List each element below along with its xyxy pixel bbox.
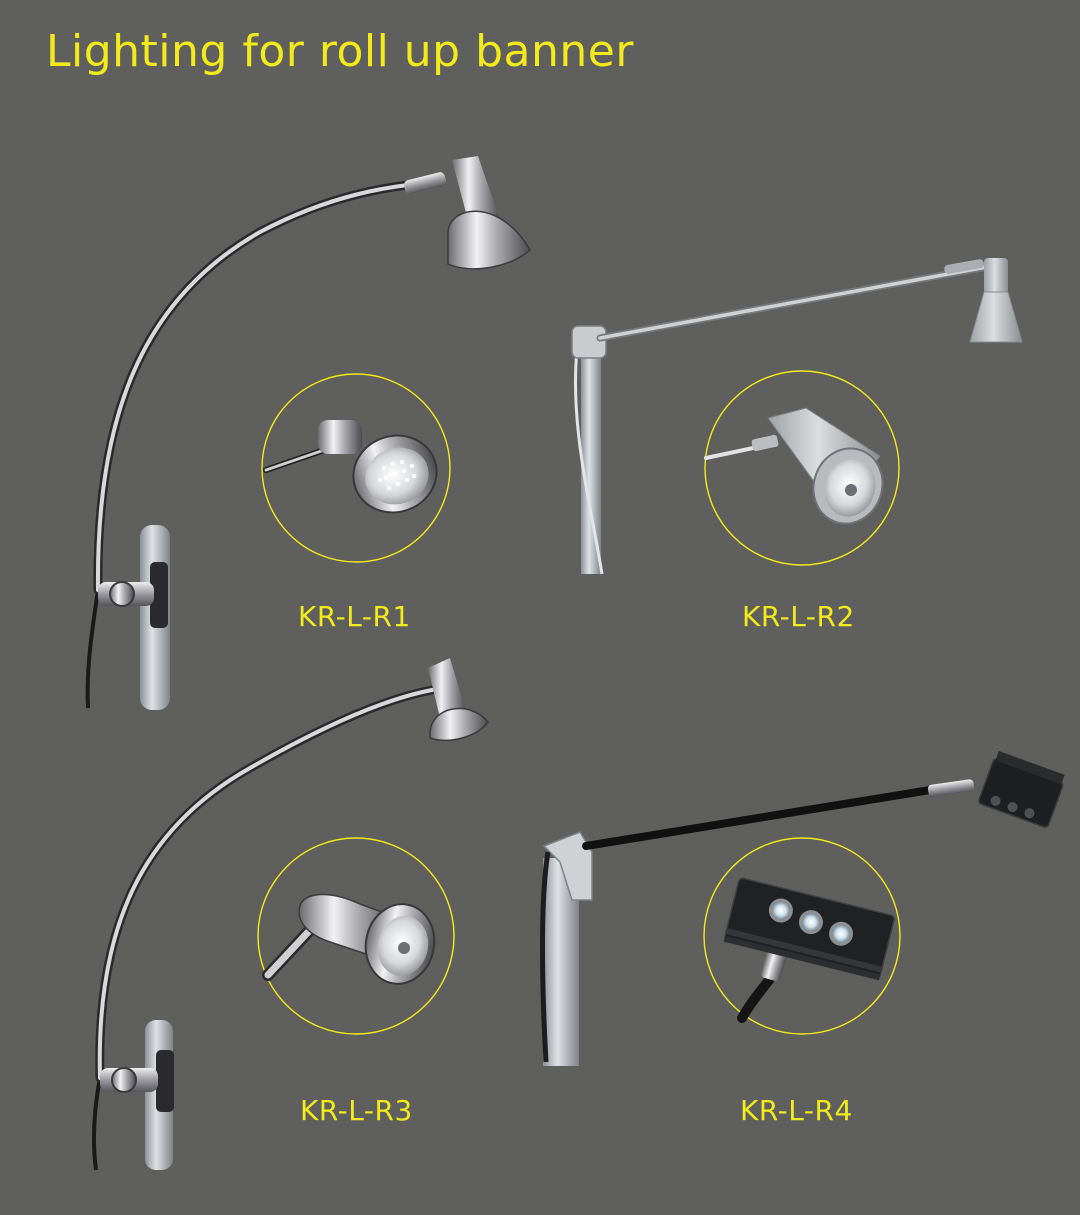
pole-image xyxy=(581,348,601,574)
halogen-chrome-head-detail-icon xyxy=(257,837,455,1035)
straight-arm-cone-spotlight xyxy=(571,258,1023,575)
led-spot-head-detail-icon xyxy=(261,373,451,563)
straight-arm-led-bar-light xyxy=(540,750,1065,1066)
halogen-cone-head-detail-icon xyxy=(704,370,900,566)
page-title: Lighting for roll up banner xyxy=(46,26,634,77)
model-label: KR-L-R2 xyxy=(742,600,855,633)
curved-arm-spotlight-with-clamp xyxy=(85,156,531,710)
curved-arm-chrome-spotlight-with-clamp xyxy=(91,658,489,1171)
model-label: KR-L-R1 xyxy=(298,600,411,633)
three-led-module-detail-icon xyxy=(703,837,901,1035)
model-label: KR-L-R3 xyxy=(300,1094,413,1127)
model-label: KR-L-R4 xyxy=(740,1094,853,1127)
